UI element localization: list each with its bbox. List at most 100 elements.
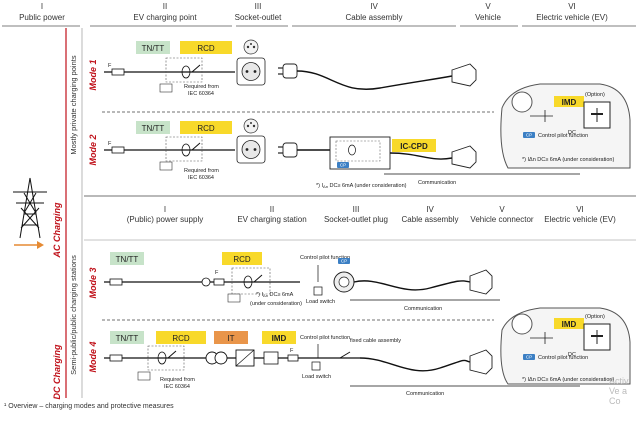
rcd-test-icon xyxy=(159,161,173,171)
watermark-line-2: Ve a Co xyxy=(609,386,628,406)
mid-header-6-label: Electric vehicle (EV) xyxy=(544,215,616,224)
meter-icon xyxy=(201,277,211,287)
mode-2-label: Mode 2 xyxy=(88,134,98,165)
top-header-6-num: VI xyxy=(568,2,576,11)
mid-header-3-label: Socket-outlet plug xyxy=(324,215,388,224)
isolation-transformer-icon xyxy=(205,351,228,365)
rcd-box xyxy=(180,41,232,54)
mode-3-cable xyxy=(353,280,471,291)
ev-car-lower: IMD (Option) DC CP Control pilot functio… xyxy=(500,307,631,385)
top-header-5-num: V xyxy=(485,2,491,11)
fuse-icon xyxy=(213,278,225,286)
fuse-icon xyxy=(287,354,299,362)
rcd-test-icon xyxy=(227,293,241,303)
dc-6ma-label: DC≥ 6mA xyxy=(329,183,353,189)
under-consideration-label: (under consideration) xyxy=(250,301,302,307)
plug-icon xyxy=(278,142,298,158)
mode-3-dc-note: *) IΔn DC≥ 6mA xyxy=(256,292,294,298)
mid-header-2-num: II xyxy=(270,205,274,214)
figure-caption: ¹ Overview – charging modes and protecti… xyxy=(4,403,174,410)
top-header-4-label: Cable assembly xyxy=(346,13,403,22)
tn-tt-text: TN/TT xyxy=(116,255,139,264)
rcd-coil-icon xyxy=(243,275,253,289)
tn-tt-text: TN/TT xyxy=(142,124,165,133)
rcd-switch-icon xyxy=(191,64,201,73)
rcd-test-icon xyxy=(159,83,173,93)
tn-tt-box xyxy=(110,252,144,265)
communication-label: Communication xyxy=(406,391,444,397)
imd-box xyxy=(262,331,296,344)
ev-car-upper: IMD (Option) DC CP Control pilot functio… xyxy=(500,83,631,169)
cp-badge-text: CP xyxy=(526,133,532,138)
fixed-cable-label: fixed cable assembly xyxy=(350,338,401,344)
rcd-switch-icon xyxy=(191,142,201,151)
mid-header-5-label: Vehicle connector xyxy=(470,215,533,224)
ev-footnote-lower: *) IΔn DC≥ 6mA (under consideration) xyxy=(522,377,614,383)
os-watermark: Activ Ve a Co xyxy=(609,376,640,406)
mode-2-dc-note: *) IΔn DC≥ 6mA (under consideration) xyxy=(316,183,407,189)
rcd-dashed-frame xyxy=(165,136,203,162)
private-points-label: Mostly private charging points xyxy=(69,55,78,154)
imd-box xyxy=(554,318,584,329)
disconnect-switch-icon xyxy=(339,351,351,359)
top-header-5-label: Vehicle xyxy=(475,13,501,22)
tn-tt-box xyxy=(136,41,170,54)
top-header-4-num: IV xyxy=(370,2,378,11)
cp-function-label: Control pilot function xyxy=(538,355,588,361)
rcd-dashed-frame xyxy=(231,267,271,295)
cp-badge-text: CP xyxy=(340,163,346,168)
cp-function-label: Control pilot function xyxy=(538,133,588,139)
cp-badge xyxy=(523,354,535,360)
required-from-text: Required from xyxy=(160,377,195,383)
top-header-1-label: Public power xyxy=(19,13,65,22)
top-header-6-label: Electric vehicle (EV) xyxy=(536,13,608,22)
mid-header-5-num: V xyxy=(499,205,505,214)
rectifier-icon xyxy=(235,349,255,367)
rcd-test-icon xyxy=(137,371,151,381)
watermark-line-1: Activ xyxy=(609,376,629,386)
rcd-switch-icon xyxy=(253,274,263,283)
fuse-icon xyxy=(111,146,125,154)
fuse-icon xyxy=(109,278,123,286)
fuse-label: F xyxy=(215,270,219,276)
rcd-box xyxy=(222,252,262,265)
top-headers: I Public power II EV charging point III … xyxy=(2,2,636,27)
top-header-1-num: I xyxy=(41,2,43,11)
arrow-head-icon xyxy=(37,241,44,249)
control-pilot-label: Control pilot function xyxy=(300,255,350,261)
cp-badge xyxy=(337,162,349,168)
rcd-dashed-frame xyxy=(147,345,185,371)
mid-header-1-label: (Public) power supply xyxy=(127,215,203,224)
tn-tt-text: TN/TT xyxy=(116,334,139,343)
cp-badge xyxy=(523,132,535,138)
fuse-icon xyxy=(109,354,123,362)
load-switch-icon xyxy=(313,286,323,296)
iec-text: IEC 60364 xyxy=(164,384,190,390)
load-switch-icon xyxy=(311,361,321,371)
mode-4-cable xyxy=(359,357,471,372)
rcd-text: RCD xyxy=(233,255,251,264)
socket-icon-top xyxy=(243,39,259,55)
option-label: (Option) xyxy=(585,92,605,98)
rcd-switch-icon xyxy=(167,350,177,359)
mode-1-label: Mode 1 xyxy=(88,59,98,90)
top-header-2-label: EV charging point xyxy=(133,13,197,22)
mid-header-1-num: I xyxy=(164,205,166,214)
mode-3-label: Mode 3 xyxy=(88,267,98,298)
option-label: (Option) xyxy=(585,314,605,320)
rcd-coil-icon xyxy=(181,143,191,157)
mid-header-6-num: VI xyxy=(576,205,584,214)
imd-text: IMD xyxy=(562,98,577,107)
ic-cpd-inner-frame xyxy=(335,140,381,162)
mode-2-row: TN/TT RCD F Required from IEC 60364 CP I… xyxy=(104,118,580,189)
mode-2-cable-b xyxy=(389,152,453,160)
caption-text: Overview – charging modes and protective… xyxy=(8,403,174,410)
iec-text: IEC 60364 xyxy=(188,91,214,97)
required-from-text: Required from xyxy=(184,168,219,174)
fuse-icon xyxy=(111,68,125,76)
wheel-icon xyxy=(511,313,533,335)
communication-label: Communication xyxy=(404,306,442,312)
public-stations-label: Semi-public/public charging stations xyxy=(69,255,78,375)
ic-cpd-text: IC-CPD xyxy=(400,142,428,151)
